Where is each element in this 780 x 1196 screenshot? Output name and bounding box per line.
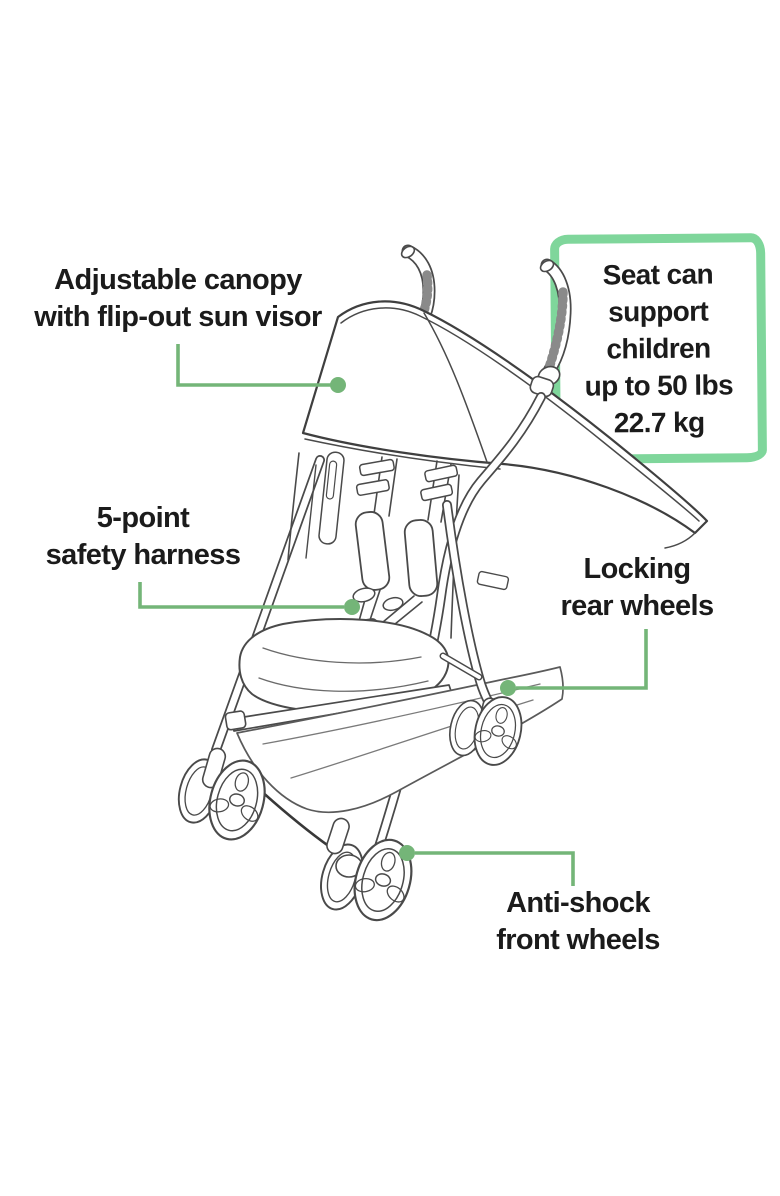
canopy-label: Adjustable canopy with flip-out sun viso… (18, 262, 338, 336)
stroller-far-front-wheels (171, 747, 275, 847)
front-wheels-label-line: front wheels (496, 924, 660, 956)
callout-dot-rear-wheels (500, 680, 516, 696)
canopy-label-line: Adjustable canopy (54, 264, 302, 296)
rear-wheels-label-line: Locking (583, 553, 692, 585)
rear-wheels-label-line: rear wheels (560, 590, 715, 622)
stroller-seat-cushion (238, 618, 450, 714)
stroller-canopy (301, 300, 709, 549)
harness-label-line: safety harness (45, 539, 241, 571)
stroller-right-handle (529, 258, 572, 398)
callout-line-rear-wheels (516, 629, 648, 690)
callout-dot-harness (344, 599, 360, 615)
callout-dot-front-wheels (399, 845, 415, 861)
front-wheels-label-line: Anti-shock (506, 887, 650, 919)
callout-dot-canopy (330, 377, 346, 393)
stroller-front-wheels (312, 817, 422, 929)
callout-leaders (138, 344, 648, 886)
harness-label-line: 5-point (96, 502, 190, 534)
callout-line-harness (138, 582, 344, 609)
stroller-drawing (171, 244, 709, 929)
canopy-label-line: with flip-out sun visor (34, 301, 322, 333)
harness-label: 5-point safety harness (0, 500, 293, 574)
front-wheels-label: Anti-shock front wheels (428, 885, 728, 959)
callout-line-front-wheels (415, 851, 575, 886)
callout-line-canopy (176, 344, 331, 387)
rear-wheels-label: Locking rear wheels (487, 551, 780, 625)
stroller-rear-wheels (443, 691, 530, 771)
